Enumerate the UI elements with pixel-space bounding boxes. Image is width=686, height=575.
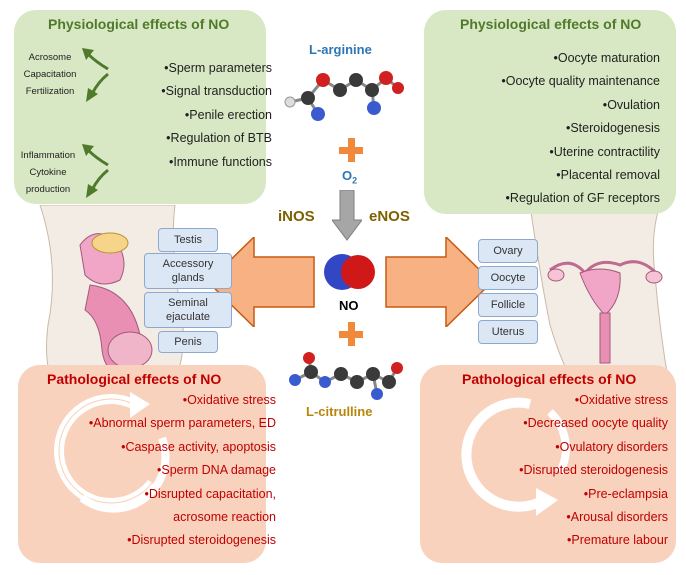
inos-label: iNOS [278, 208, 315, 225]
side-note: Cytokine [29, 167, 67, 178]
male-anatomy-icon [39, 205, 184, 390]
list-item: •Sperm parameters [164, 61, 272, 75]
o2-label: O2 [342, 168, 358, 186]
list-item: •Ovulatory disorders [555, 439, 668, 454]
arrow-curved-icon [82, 48, 109, 102]
plus-icon [339, 322, 363, 346]
molecule-icon [289, 352, 403, 400]
list-item: •Regulation of BTB [166, 131, 272, 146]
organ-box-ovary: Ovary [478, 239, 538, 263]
male-pathological-list: •Oxidative stress •Abnormal sperm parame… [81, 389, 276, 553]
list-item: •Steroidogenesis [565, 121, 660, 136]
list-item: acrosome reaction [173, 510, 276, 525]
list-item: •Disrupted steroidogenesis [519, 463, 668, 478]
arrow-right-icon [385, 237, 494, 327]
female-pathological-list: •Oxidative stress •Decreased oocyte qual… [511, 389, 668, 553]
organ-box-accessory-glands: Accessory glands [144, 253, 232, 289]
organ-box-penis: Penis [158, 331, 218, 353]
l-citrulline-label: L-citrulline [306, 404, 373, 419]
list-item: •Immune functions [168, 154, 272, 169]
l-arginine-label: L-arginine [309, 42, 372, 57]
list-item: •Placental removal [556, 168, 660, 183]
list-item: •Disrupted steroidogenesis [127, 533, 276, 548]
list-item: •Disrupted capacitation, [144, 486, 276, 501]
cycle-arrow-icon [54, 392, 170, 513]
side-notes-bottom: Inflammation Cytokine production [14, 147, 82, 198]
male-physiological-list: •Sperm parameters •Signal transduction •… [154, 57, 272, 174]
organ-box-testis: Testis [158, 228, 218, 252]
side-note: Fertilization [25, 86, 75, 97]
list-item: •Penile erection [184, 107, 272, 122]
list-item: •Oocyte quality maintenance [501, 74, 660, 89]
list-item: •Oxidative stress [574, 393, 668, 407]
panel-title: Pathological effects of NO [462, 371, 637, 387]
list-item: •Pre-eclampsia [583, 486, 668, 501]
arrow-down-icon [332, 190, 362, 241]
list-item: •Ovulation [602, 97, 660, 112]
female-physiological-list: •Oocyte maturation •Oocyte quality maint… [494, 47, 660, 211]
plus-icon [339, 138, 363, 162]
side-notes-top: Acrosome Capacitation Fertilization [16, 49, 84, 100]
side-note: Capacitation [23, 69, 77, 80]
enos-label: eNOS [369, 208, 410, 225]
female-physiological-panel [424, 10, 676, 214]
organ-box-oocyte: Oocyte [478, 266, 538, 290]
panel-title: Physiological effects of NO [48, 16, 230, 32]
organ-box-seminal-ejaculate: Seminal ejaculate [144, 292, 232, 328]
list-item: •Oxidative stress [182, 393, 276, 407]
side-note: production [25, 184, 71, 195]
organ-box-follicle: Follicle [478, 293, 538, 317]
list-item: •Oocyte maturation [553, 51, 660, 65]
list-item: •Decreased oocyte quality [523, 416, 668, 431]
male-physiological-panel [14, 10, 266, 204]
molecule-icon [284, 71, 404, 121]
no-label: NO [339, 298, 359, 313]
list-item: •Signal transduction [161, 84, 272, 99]
panel-title: Physiological effects of NO [460, 16, 642, 32]
arrow-curved-icon [82, 144, 109, 198]
list-item: •Arousal disorders [566, 510, 668, 525]
no-molecule-icon [324, 254, 375, 290]
panel-title: Pathological effects of NO [47, 371, 222, 387]
list-item: •Abnormal sperm parameters, ED [88, 416, 276, 431]
list-item: •Uterine contractility [549, 144, 660, 159]
organ-box-uterus: Uterus [478, 320, 538, 344]
list-item: •Caspase activity, apoptosis [121, 439, 276, 454]
list-item: •Regulation of GF receptors [505, 191, 660, 206]
list-item: •Premature labour [567, 533, 668, 548]
side-note: Acrosome [28, 52, 72, 63]
cycle-arrow-icon [461, 397, 570, 516]
side-note: Inflammation [20, 150, 76, 161]
list-item: •Sperm DNA damage [156, 463, 276, 478]
female-anatomy-icon [529, 205, 671, 390]
